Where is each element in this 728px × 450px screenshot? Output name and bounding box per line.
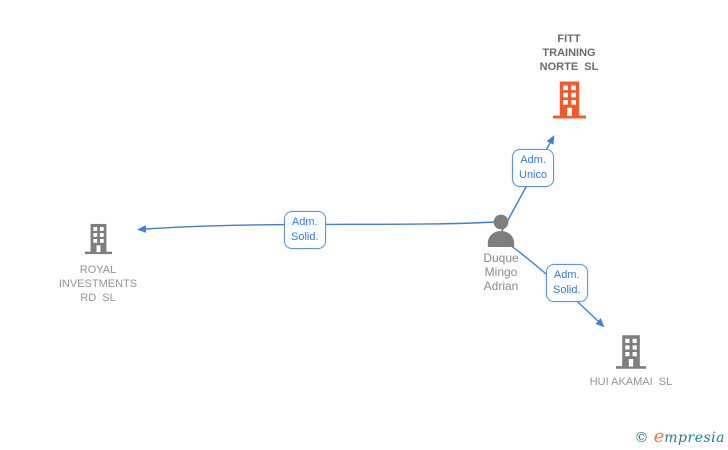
edge-label-line: Solid.	[553, 284, 581, 296]
person-icon	[487, 214, 515, 247]
empresia-logo-e: e	[653, 426, 665, 447]
company-node-hui-akamai-sl[interactable]: HUI AKAMAI SL	[581, 333, 681, 389]
edge-label-adm-solid-left: Adm. Solid.	[284, 211, 326, 249]
edge-label-line: Adm.	[520, 154, 546, 166]
edge-label-line: Solid.	[291, 231, 319, 243]
empresia-watermark: © empresia	[635, 426, 725, 447]
edge-person-to-royal	[137, 221, 495, 233]
edge-label-line: Adm.	[553, 269, 580, 281]
company-name-line: RD SL	[80, 292, 116, 304]
edge-label-adm-unico: Adm. Unico	[512, 149, 555, 187]
person-name-line: Mingo	[484, 265, 518, 279]
person-name-line: Duque	[483, 251, 519, 265]
building-icon	[552, 81, 586, 119]
edge-label-line: Unico	[519, 169, 548, 181]
person-name-line: Adrian	[483, 279, 519, 293]
edge-label-line: Adm.	[291, 216, 318, 228]
company-node-royal-investments-rd-sl[interactable]: ROYAL INVESTMENTS RD SL	[48, 220, 148, 305]
person-node-duque-mingo-adrian[interactable]: Duque Mingo Adrian	[465, 214, 537, 293]
edge-label-adm-solid-right: Adm. Solid.	[546, 264, 588, 302]
company-name-line: FITT	[557, 33, 581, 45]
empresia-logo-text: mpresia	[664, 430, 725, 446]
copyright-symbol: ©	[634, 430, 649, 446]
company-node-fitt-training-norte-sl[interactable]: FITT TRAINING NORTE SL	[519, 32, 619, 119]
building-icon	[84, 223, 112, 255]
company-name-line: INVESTMENTS	[58, 278, 138, 290]
company-name-line: ROYAL	[79, 264, 117, 276]
building-icon	[616, 335, 646, 369]
company-name-line: HUI AKAMAI SL	[589, 376, 673, 388]
company-name-line: NORTE SL	[539, 61, 599, 73]
company-name-line: TRAINING	[542, 47, 596, 59]
